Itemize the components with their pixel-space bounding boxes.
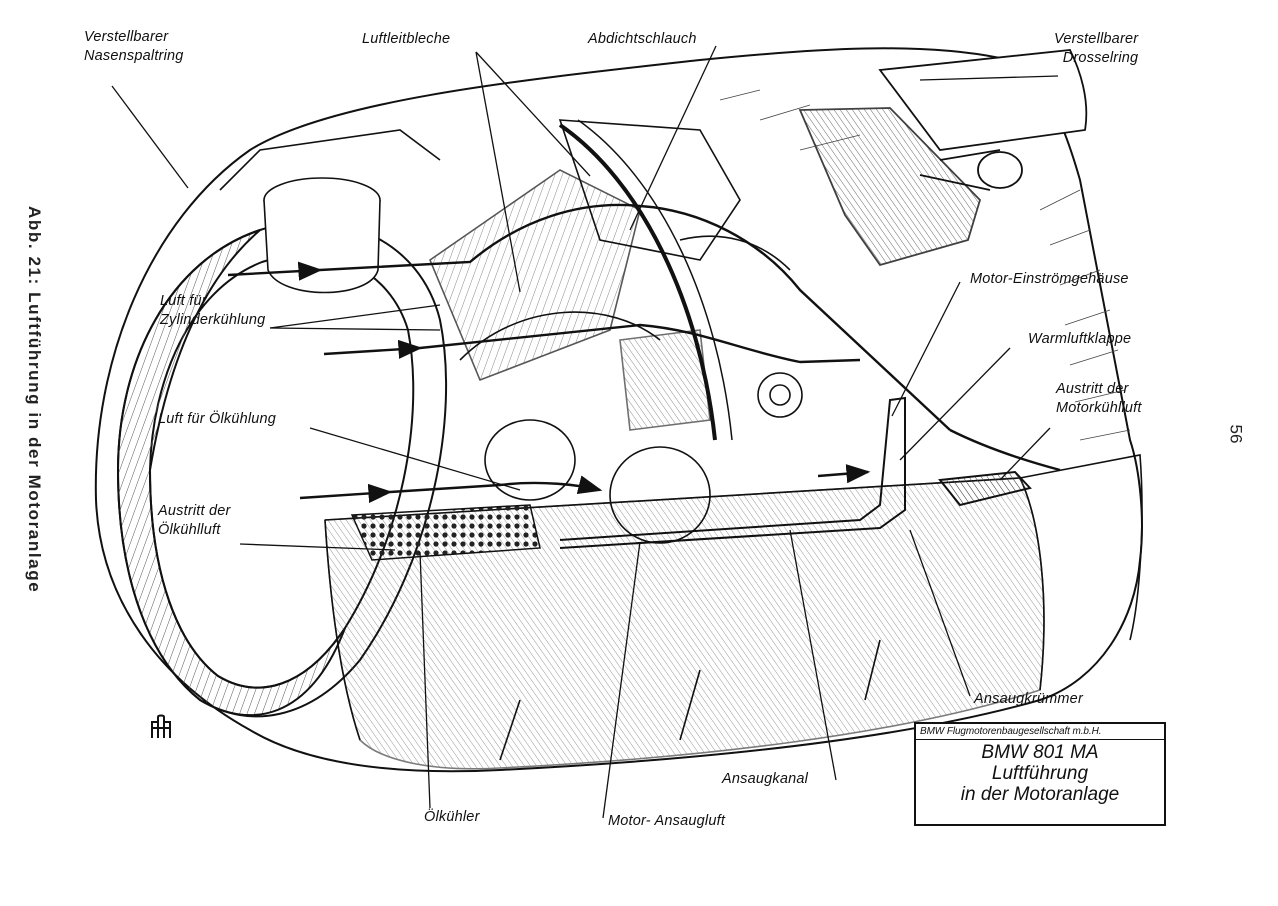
- label-line: Zylinderkühlung: [160, 312, 266, 328]
- label-austritt-oelkuehlluft: Austritt der Ölkühlluft: [158, 502, 231, 540]
- label-line: Austritt der: [1056, 381, 1129, 397]
- leader-lines: [111, 45, 1059, 819]
- airflow-arrows: [227, 203, 1061, 504]
- logo-mark-icon: [151, 714, 171, 738]
- label-austritt-motorkuehlluft: Austritt der Motorkühlluft: [1056, 380, 1142, 418]
- label-luft-fuer-oelkuehlung: Luft für Ölkühlung: [158, 411, 277, 427]
- label-verstellbarer-drosselring: Verstellbarer Drosselring: [1054, 30, 1138, 68]
- label-line: Austritt der: [158, 503, 231, 519]
- title-line-1: BMW 801 MA: [981, 742, 1099, 763]
- cowling-shading: [719, 89, 1131, 441]
- figure-caption-vertical: Abb. 21: Luftführung in der Motoranlage: [24, 206, 48, 646]
- oil-tank: [219, 129, 441, 294]
- label-line: Drosselring: [1062, 50, 1139, 66]
- intake-duct: [559, 396, 1032, 549]
- label-motor-ansaugluft: Motor- Ansaugluft: [608, 813, 726, 829]
- label-verstellbarer-nasenspaltring: Verstellbarer Nasenspaltring: [84, 28, 184, 66]
- label-motor-einstroemgehaeuse: Motor-Einströmgehäuse: [970, 271, 1129, 287]
- label-abdichtschlauch: Abdichtschlauch: [588, 31, 697, 47]
- title-line-2: Luftführung: [991, 763, 1089, 784]
- label-ansaugkruemmer: Ansaugkrümmer: [974, 691, 1083, 707]
- label-ansaugkanal: Ansaugkanal: [722, 771, 809, 787]
- page-number: 56: [1226, 424, 1246, 444]
- label-warmluftklappe: Warmluftklappe: [1028, 331, 1132, 347]
- title-line-3: in der Motoranlage: [960, 784, 1120, 805]
- label-oelkuehler: Ölkühler: [424, 809, 480, 825]
- title-company: BMW Flugmotorenbaugesellschaft m.b.H.: [916, 724, 1164, 740]
- label-line: Nasenspaltring: [84, 48, 184, 64]
- figure-caption-text: Abb. 21: Luftführung in der Motoranlage: [25, 206, 44, 594]
- label-line: Verstellbarer: [1054, 31, 1139, 47]
- label-line: Ölkühlluft: [158, 522, 221, 538]
- title-block: BMW Flugmotorenbaugesellschaft m.b.H. BM…: [914, 722, 1166, 826]
- label-line: Motorkühlluft: [1056, 400, 1142, 416]
- label-luftleitbleche: Luftleitbleche: [362, 31, 451, 47]
- label-luft-fuer-zylinderkuehlung: Luft für Zylinderkühlung: [160, 292, 265, 330]
- engine-core: [429, 119, 803, 544]
- label-line: Verstellbarer: [84, 29, 169, 45]
- rear-ring-exhaust: [798, 49, 1088, 267]
- label-line: Luft für: [160, 293, 207, 309]
- oil-cooler: [350, 504, 541, 561]
